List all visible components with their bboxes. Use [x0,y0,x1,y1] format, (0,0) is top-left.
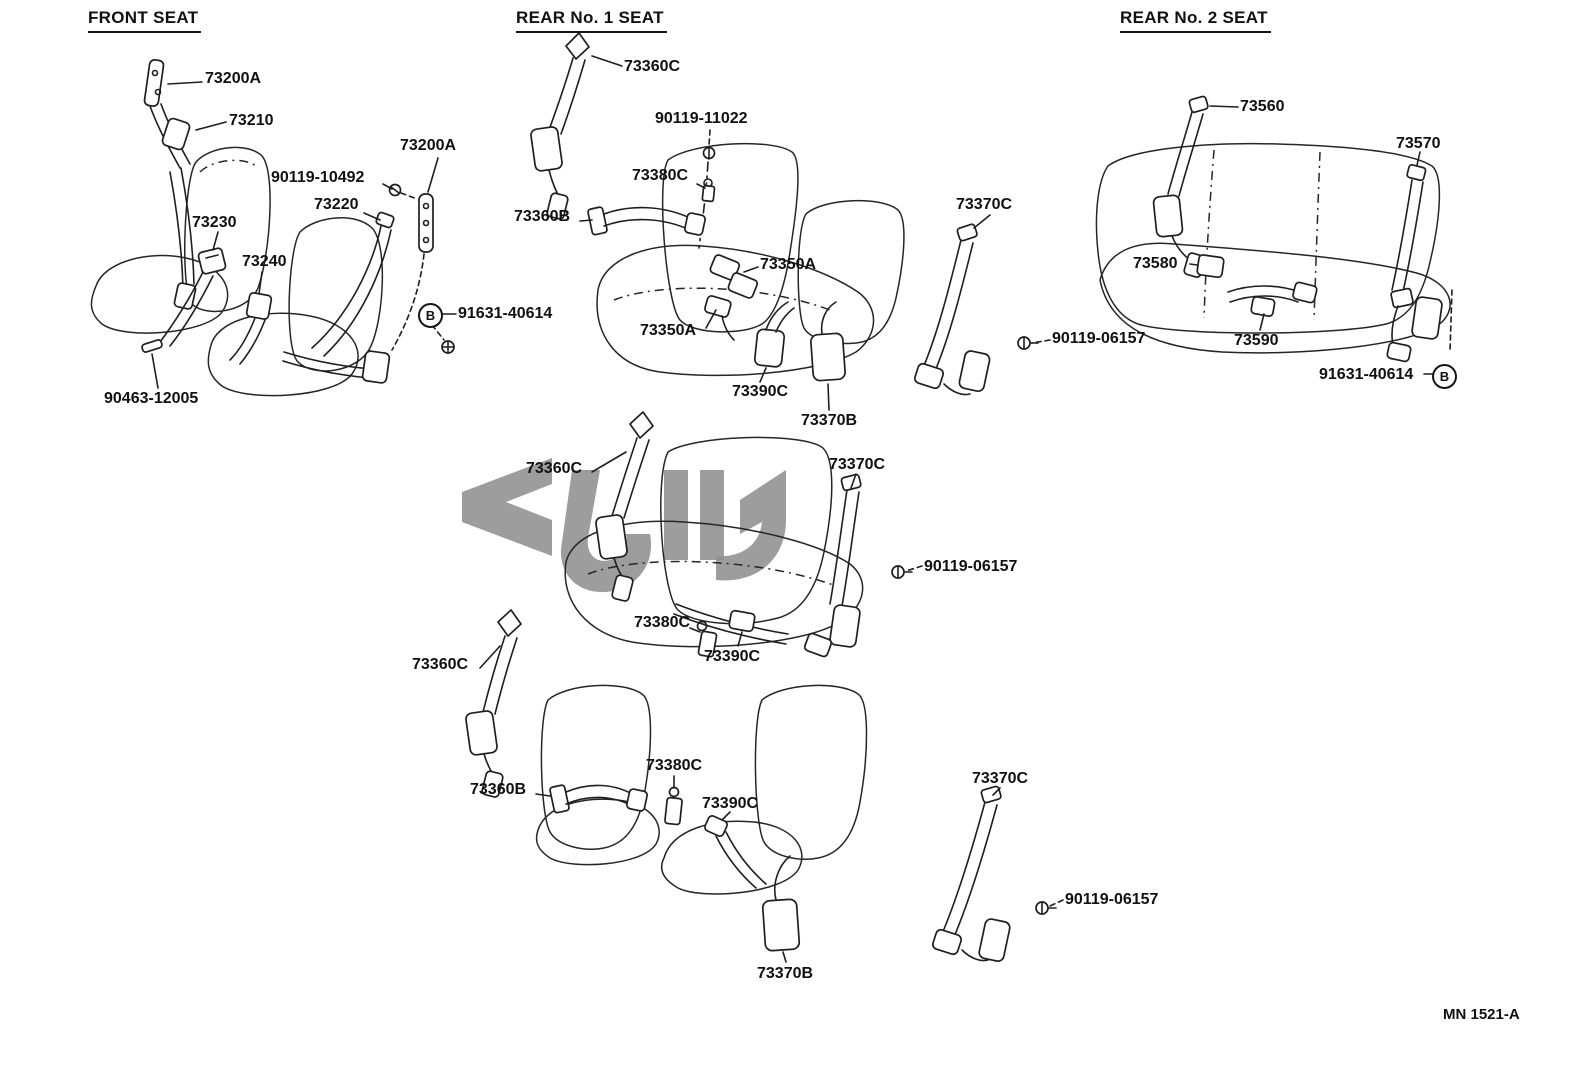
part-label-73370c-r1: 73370C [956,196,1013,213]
bolt-marker-b-rear2: B [1432,364,1457,389]
part-label-73390c-mid: 73390C [704,648,761,665]
mid-row-seat-drawing [564,411,923,658]
part-label-73360b-bottom: 73360B [470,781,527,798]
part-label-73380c-mid: 73380C [634,614,691,631]
part-label-90119-06157-mid: 90119-06157 [924,558,1018,575]
part-label-91631-40614-front: 91631-40614 [458,305,553,322]
rear1-seat-drawing [530,32,1051,411]
part-label-73370b-r1: 73370B [801,412,858,429]
part-label-73350a-upper: 73350A [760,256,817,273]
part-label-73360c-mid: 73360C [526,460,583,477]
part-label-91631-40614-rear2: 91631-40614 [1319,366,1414,383]
part-label-73200a-1: 73200A [205,70,262,87]
section-title-rear2-seat: REAR No. 2 SEAT [1120,8,1271,33]
part-label-73360c-bottom: 73360C [412,656,469,673]
part-label-73370c-bottom: 73370C [972,770,1029,787]
part-label-73380c-bottom: 73380C [646,757,703,774]
part-label-73200a-2: 73200A [400,137,457,154]
part-label-73230: 73230 [192,214,237,231]
part-label-73350a-lower: 73350A [640,322,697,339]
part-label-73240: 73240 [242,253,287,270]
part-label-73580: 73580 [1133,255,1178,272]
part-label-90119-10492: 90119-10492 [271,169,365,186]
part-label-73590: 73590 [1234,332,1279,349]
part-label-90119-06157-r1: 90119-06157 [1052,330,1146,347]
front-seat-drawing [90,59,457,397]
part-label-73370b-bottom: 73370B [757,965,814,982]
bottom-row-seat-drawing [465,609,1064,963]
watermark-logo [462,458,786,593]
part-label-73560: 73560 [1240,98,1285,115]
part-label-73220: 73220 [314,196,359,213]
drawing-number: MN 1521-A [1443,1006,1520,1023]
part-label-73210: 73210 [229,112,274,129]
part-label-73390c-r1: 73390C [732,383,789,400]
part-label-73380c-r1: 73380C [632,167,689,184]
rear2-seat-drawing [1095,95,1453,375]
part-label-73360c-r1: 73360C [624,58,681,75]
part-label-90463-12005: 90463-12005 [104,390,199,407]
bolt-marker-b-front: B [418,303,443,328]
part-label-73570: 73570 [1396,135,1441,152]
part-label-73390c-bottom: 73390C [702,795,759,812]
part-label-90119-11022: 90119-11022 [655,110,748,127]
part-label-73360b-r1: 73360B [514,208,571,225]
section-title-front-seat: FRONT SEAT [88,8,202,33]
section-title-rear1-seat: REAR No. 1 SEAT [516,8,667,33]
part-label-73370c-mid: 73370C [829,456,886,473]
part-label-90119-06157-bottom: 90119-06157 [1065,891,1159,908]
